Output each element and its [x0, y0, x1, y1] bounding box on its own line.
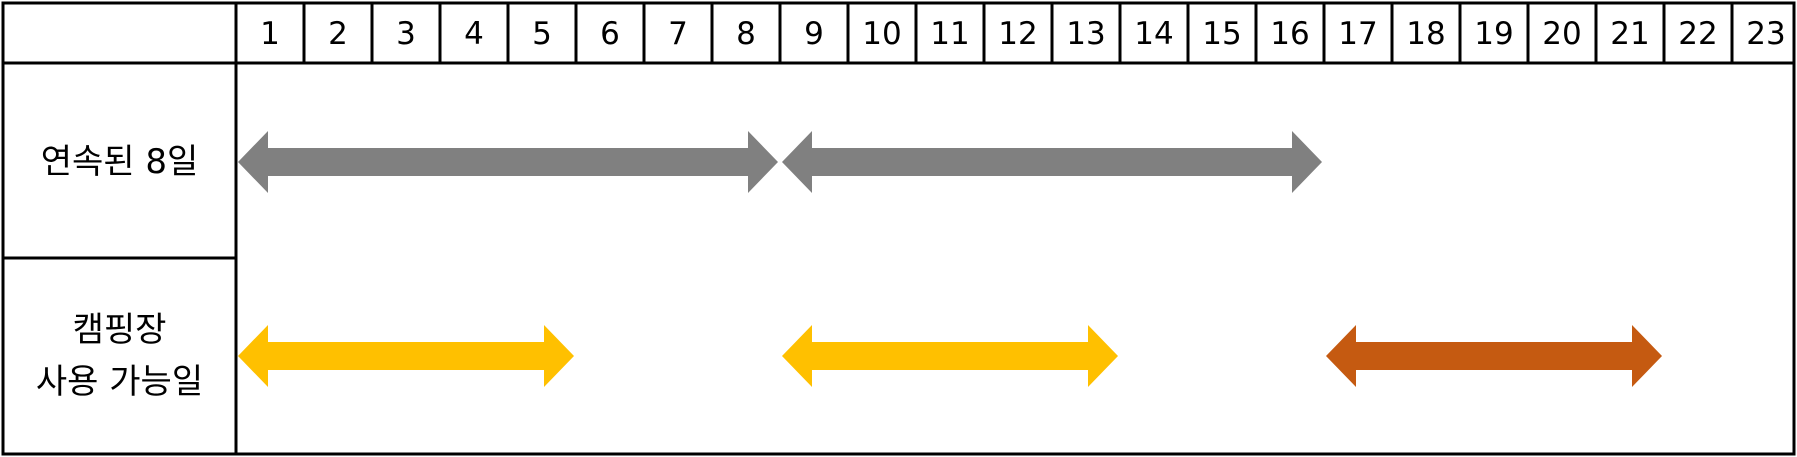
day-label-11: 11 — [930, 16, 969, 52]
day-label-12: 12 — [998, 16, 1037, 52]
range-arrow-4 — [782, 325, 1118, 387]
range-arrow-2 — [782, 131, 1322, 193]
day-label-21: 21 — [1610, 16, 1649, 52]
day-label-19: 19 — [1474, 16, 1513, 52]
day-label-10: 10 — [862, 16, 901, 52]
day-label-5: 5 — [532, 16, 552, 52]
range-arrow-1 — [238, 131, 778, 193]
day-label-1: 1 — [260, 16, 280, 52]
day-label-2: 2 — [328, 16, 348, 52]
day-label-23: 23 — [1746, 16, 1785, 52]
day-label-20: 20 — [1542, 16, 1581, 52]
day-label-14: 14 — [1134, 16, 1173, 52]
day-label-8: 8 — [736, 16, 756, 52]
range-arrows — [238, 131, 1662, 387]
row-label-1-line-0: 캠핑장 — [73, 310, 167, 350]
day-label-15: 15 — [1202, 16, 1241, 52]
row-label-1-line-1: 사용 가능일 — [36, 362, 203, 402]
row-label-0-line-0: 연속된 8일 — [41, 142, 199, 182]
day-label-18: 18 — [1406, 16, 1445, 52]
day-label-7: 7 — [668, 16, 688, 52]
day-label-17: 17 — [1338, 16, 1377, 52]
day-label-4: 4 — [464, 16, 484, 52]
day-label-13: 13 — [1066, 16, 1105, 52]
day-label-9: 9 — [804, 16, 824, 52]
range-arrow-5 — [1326, 325, 1662, 387]
range-arrow-3 — [238, 325, 574, 387]
day-label-3: 3 — [396, 16, 416, 52]
day-label-16: 16 — [1270, 16, 1309, 52]
day-label-6: 6 — [600, 16, 620, 52]
day-label-22: 22 — [1678, 16, 1717, 52]
